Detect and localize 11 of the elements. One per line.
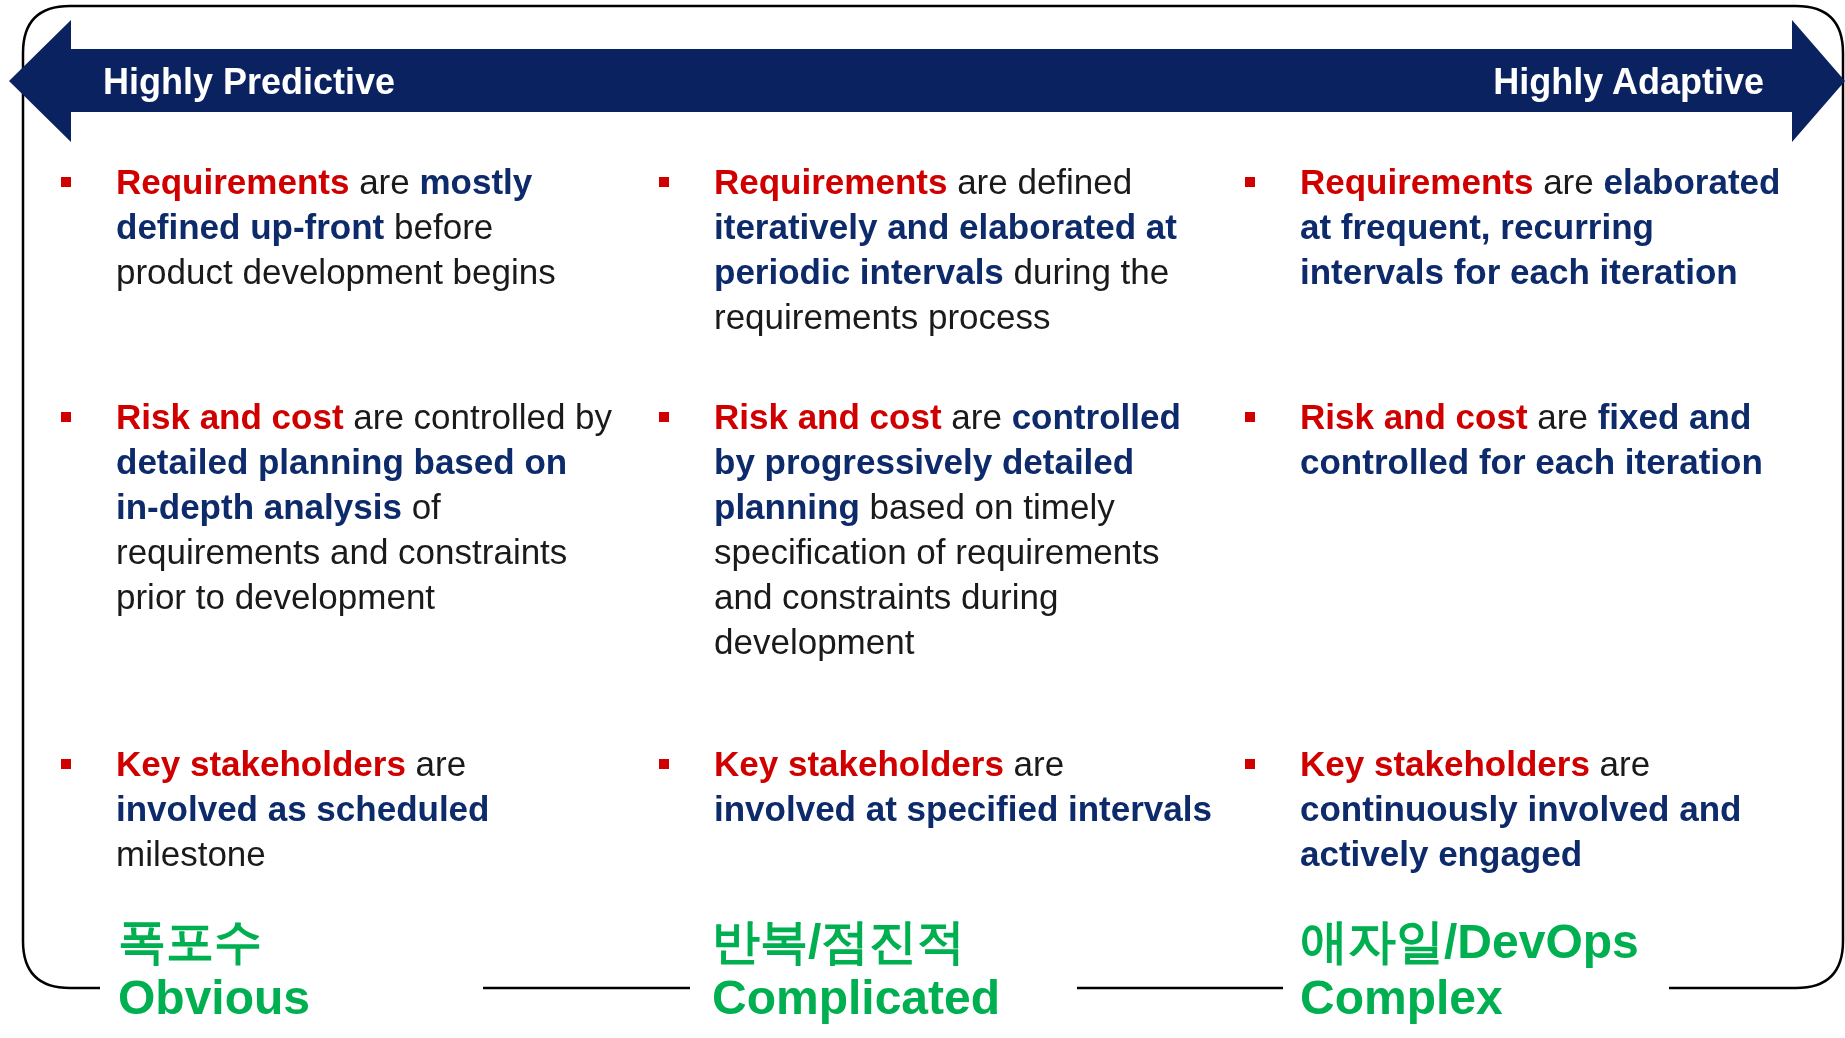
bullet-text: Key stakeholders are involved at specified intervals bbox=[714, 743, 1213, 830]
bullet-text: Requirements are defined iteratively and elaborated at periodic intervals during the requirements process bbox=[714, 161, 1178, 338]
bullet-text: Risk and cost are controlled by progressively detailed planning based on timely specification of requirements and constraints during development bbox=[714, 396, 1182, 663]
bullet-text: Key stakeholders are involved as scheduled milestone bbox=[116, 743, 491, 875]
bullet-text: Risk and cost are fixed and controlled for each iteration bbox=[1300, 396, 1764, 483]
bullet-text: Requirements are mostly defined up-front before product development begins bbox=[116, 161, 557, 293]
direction-label: Highly Adaptive bbox=[1493, 60, 1764, 104]
direction-label: Highly Predictive bbox=[103, 60, 396, 104]
bullet-text: Risk and cost are controlled by detailed planning based on in-depth analysis of requirements and constraints prior to development bbox=[116, 396, 614, 618]
bullet-text: Key stakeholders are continuously involved and actively engaged bbox=[1300, 743, 1743, 875]
bullet-text: Requirements are elaborated at frequent, recurring intervals for each iteration bbox=[1300, 161, 1782, 293]
